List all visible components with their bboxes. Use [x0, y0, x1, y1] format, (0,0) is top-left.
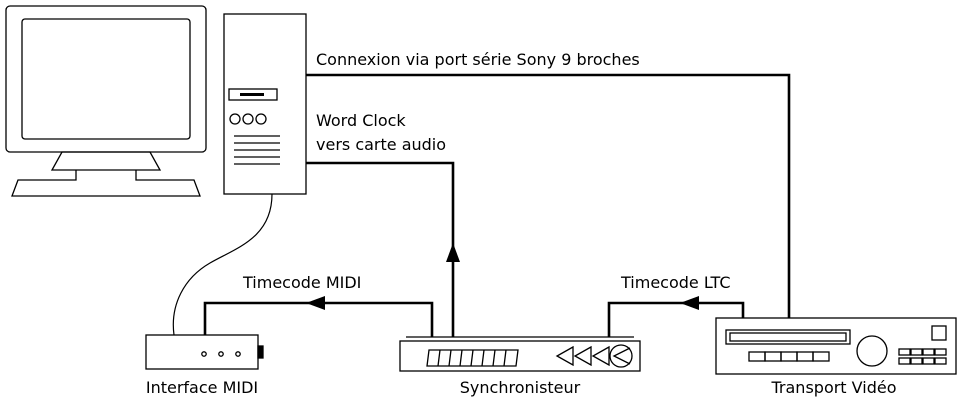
midi-interface-device: [145, 334, 264, 370]
label-transport-video: Transport Vidéo: [771, 378, 897, 397]
label-interface-midi: Interface MIDI: [145, 378, 259, 397]
computer-tower: [223, 13, 307, 195]
timecode-ltc-connection: [607, 301, 745, 337]
timecode-ltc-arrow: [680, 296, 699, 310]
computer-monitor: [5, 5, 207, 197]
word-clock-arrow: [446, 243, 460, 262]
label-timecode-midi: Timecode MIDI: [243, 273, 362, 292]
usb-cable: [172, 193, 273, 336]
video-transport-device: [715, 317, 957, 375]
label-word-clock: Word Clock: [316, 111, 406, 130]
timecode-midi-arrow: [306, 296, 325, 310]
label-sony-connection: Connexion via port série Sony 9 broches: [316, 50, 640, 69]
label-word-clock-destination: vers carte audio: [316, 135, 447, 154]
timecode-midi-connection: [203, 301, 434, 337]
synchronizer-device: [399, 336, 641, 372]
word-clock-connection: [306, 161, 455, 337]
label-timecode-ltc: Timecode LTC: [621, 273, 731, 292]
label-synchroniseur: Synchronisteur: [459, 378, 581, 397]
sony-serial-connection: [306, 73, 791, 318]
